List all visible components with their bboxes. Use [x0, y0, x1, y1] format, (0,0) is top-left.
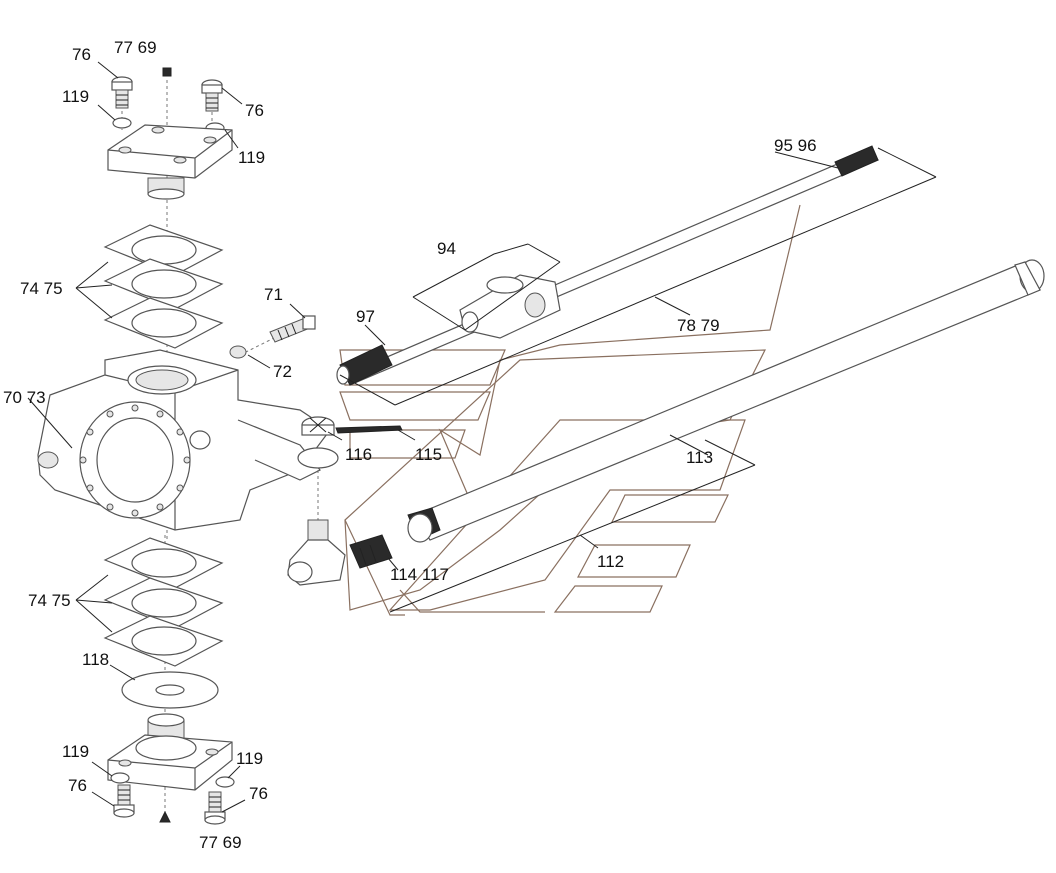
part-labels: 77 69 76 119 76 119 74 75 71 72 70 73 94…: [3, 38, 817, 852]
label-74-75-upper: 74 75: [20, 279, 63, 298]
long-rod-lower: [407, 259, 1045, 543]
thrust-washer: [121, 671, 219, 709]
tie-rod-end: [287, 519, 393, 586]
label-114-117: 114 117: [390, 565, 449, 584]
washer-top-left: [112, 117, 132, 129]
top-cap: [107, 124, 233, 200]
bolt-bottom-left: [113, 784, 135, 818]
steering-arm-joint: [297, 416, 403, 520]
clamp-94: [459, 274, 561, 339]
lower-stack: [107, 713, 235, 825]
label-116: 116: [345, 445, 372, 464]
label-76-top-right: 76: [245, 101, 264, 120]
label-74-75-lower: 74 75: [28, 591, 71, 610]
leader-lines: [27, 61, 937, 813]
knuckle-housing: [37, 349, 331, 531]
label-97: 97: [356, 307, 375, 326]
bolt-top-left: [111, 76, 133, 109]
label-72: 72: [273, 362, 292, 381]
upper-shims: [103, 224, 224, 349]
label-76-top-left: 76: [72, 45, 91, 64]
washer-bottom-right: [215, 776, 235, 788]
label-71: 71: [264, 285, 283, 304]
label-77-69-top: 77 69: [114, 38, 157, 57]
lower-shims: [103, 535, 224, 820]
label-94: 94: [437, 239, 456, 258]
label-118: 118: [82, 650, 109, 669]
washer-bottom-left: [110, 772, 130, 784]
flange-holes: [79, 404, 191, 517]
stop-bolt: [229, 315, 316, 359]
label-70-73: 70 73: [3, 388, 46, 407]
label-119-bottom-left: 119: [62, 742, 89, 761]
label-78-79: 78 79: [677, 316, 720, 335]
label-77-69-bottom: 77 69: [199, 833, 242, 852]
label-76-bottom-right: 76: [249, 784, 268, 803]
label-76-bottom-left: 76: [68, 776, 87, 795]
bolt-bottom-right: [204, 791, 226, 825]
label-95-96: 95 96: [774, 136, 817, 155]
label-115: 115: [415, 445, 442, 464]
long-rod-upper: [336, 145, 879, 386]
bolt-top-right: [201, 79, 223, 112]
label-119-top-left: 119: [62, 87, 89, 106]
label-119-bottom-right: 119: [236, 749, 263, 768]
label-113: 113: [686, 448, 713, 467]
bottom-cap: [107, 713, 233, 791]
label-119-top-right: 119: [238, 148, 265, 167]
label-112: 112: [597, 552, 624, 571]
